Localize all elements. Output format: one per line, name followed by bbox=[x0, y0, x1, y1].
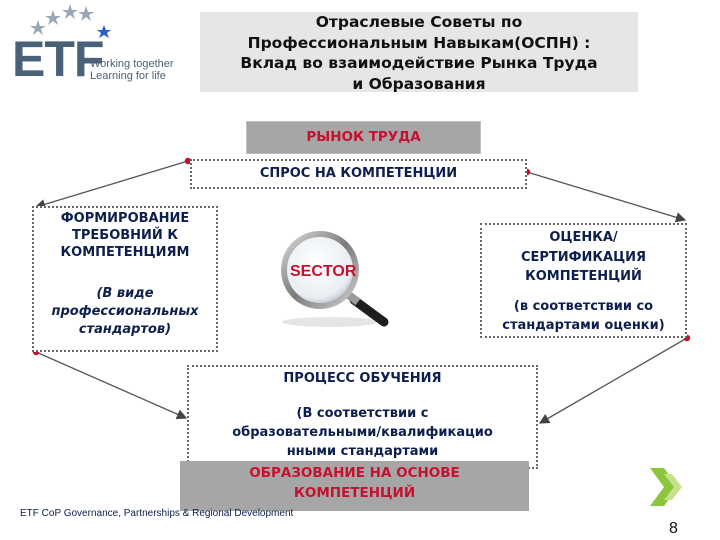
assessment-title: ОЦЕНКА/ СЕРТИФИКАЦИЯ КОМПЕТЕНЦИЙ bbox=[520, 230, 647, 284]
etf-logo bbox=[8, 0, 193, 95]
assessment-subtitle: (в соответствии со стандартами оценки) bbox=[502, 299, 665, 333]
logo-tagline-line2: Learning for life bbox=[90, 70, 166, 82]
magnifier-icon bbox=[281, 231, 389, 327]
learning-process-subtitle: (В соответствии с образовательными/квали… bbox=[232, 406, 493, 459]
arrow-demand-to-right bbox=[523, 168, 687, 223]
learning-process-title: ПРОЦЕСС ОБУЧЕНИЯ bbox=[283, 371, 442, 386]
sector-label: SECTOR bbox=[290, 263, 357, 280]
title-background bbox=[200, 12, 638, 92]
demand-box bbox=[190, 159, 527, 189]
footer-text: ETF CoP Governance, Partnerships & Regio… bbox=[20, 508, 294, 519]
page-number: 8 bbox=[669, 520, 678, 537]
education-label: ОБРАЗОВАНИЕ НА ОСНОВЕ КОМПЕТЕНЦИЙ bbox=[249, 465, 460, 501]
labor-market-label: РЫНОК ТРУДА bbox=[306, 129, 421, 145]
requirements-box bbox=[32, 206, 218, 352]
assessment-box bbox=[480, 223, 687, 338]
slide-title: Отраслевые Советы по Профессиональным На… bbox=[240, 13, 598, 93]
logo-stars-icon bbox=[30, 4, 111, 38]
education-box bbox=[180, 461, 529, 511]
requirements-title: ФОРМИРОВАНИЕ ТРЕБОВНИЙ К КОМПЕТЕНЦИЯМ bbox=[60, 211, 190, 260]
learning-process-box bbox=[187, 365, 538, 469]
requirements-subtitle: (В виде профессиональных стандартов) bbox=[51, 286, 199, 337]
arrow-right-to-bottom bbox=[538, 334, 691, 424]
arrow-demand-to-left bbox=[34, 157, 192, 210]
logo-letters: ETF bbox=[12, 31, 104, 87]
arrow-left-to-bottom bbox=[32, 348, 188, 420]
logo-tagline: Working together Learning for life bbox=[90, 58, 174, 82]
labor-market-box bbox=[246, 121, 481, 154]
logo-tagline-line1: Working together bbox=[90, 58, 174, 70]
chevron-icon bbox=[650, 468, 682, 506]
demand-label: СПРОС НА КОМПЕТЕНЦИИ bbox=[259, 166, 458, 181]
